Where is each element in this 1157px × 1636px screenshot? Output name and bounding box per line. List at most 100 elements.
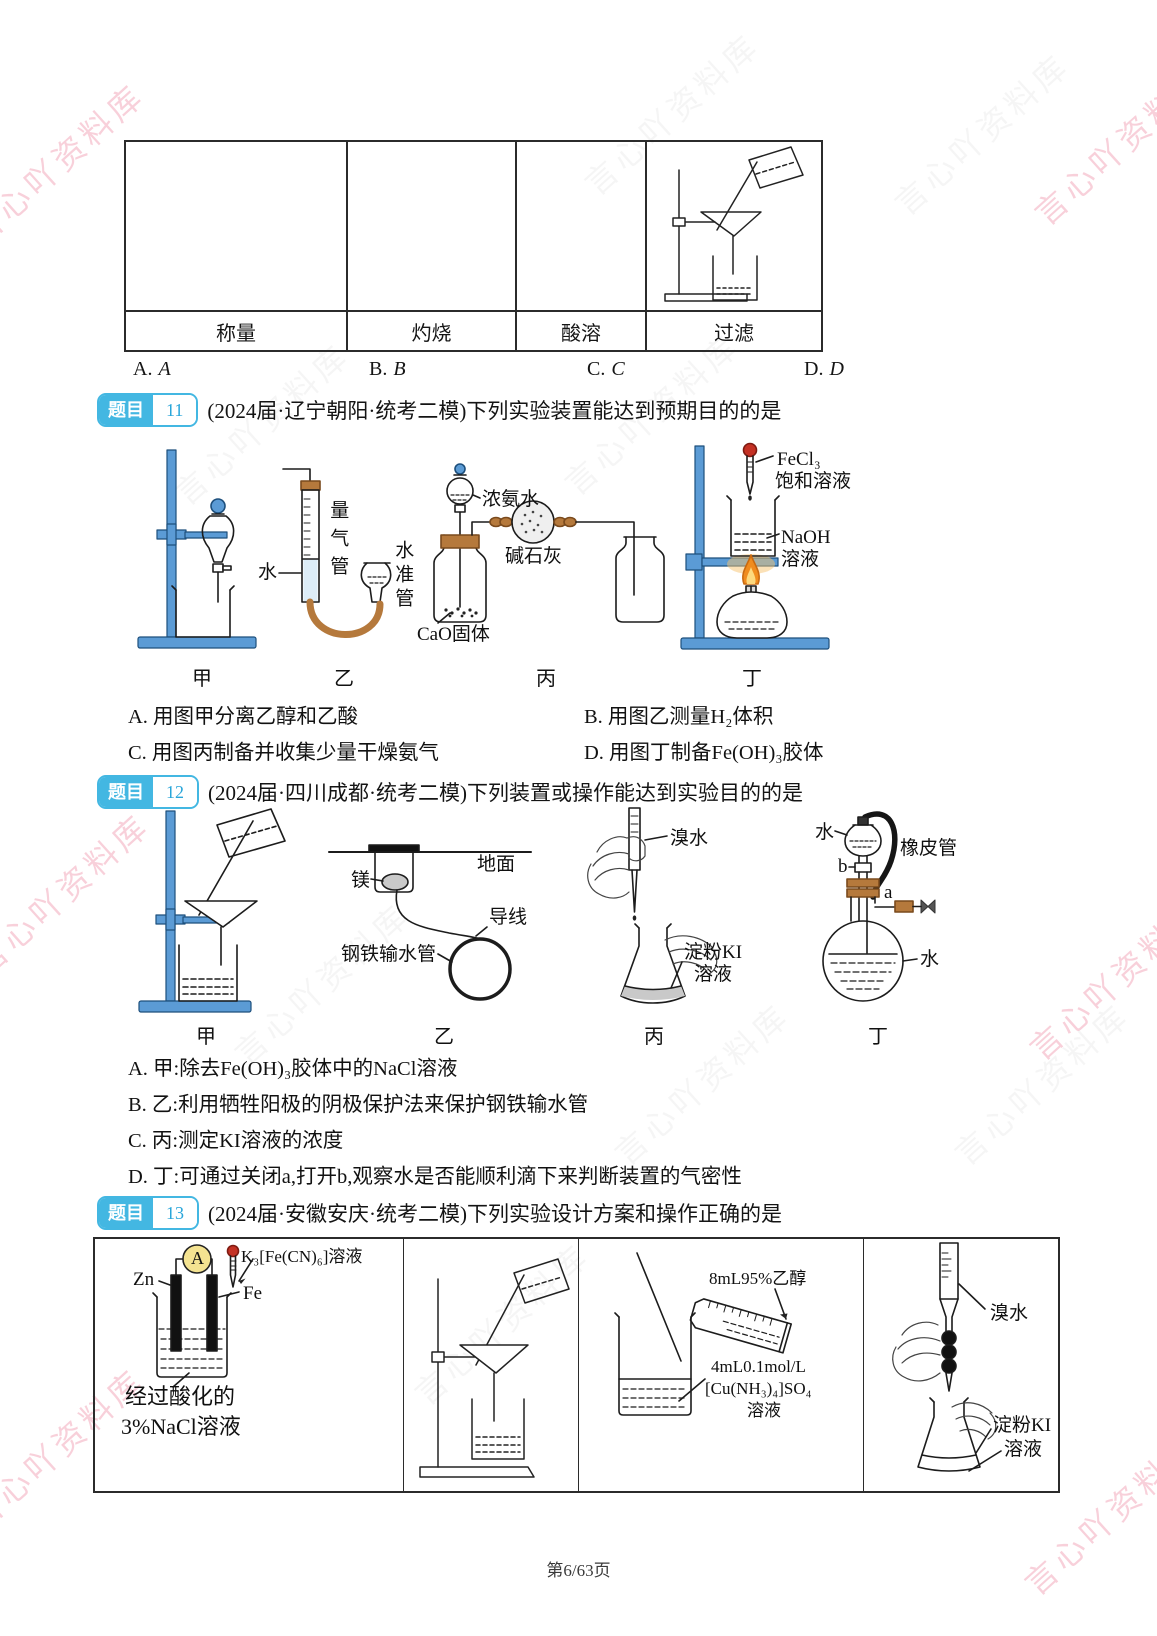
q12-caption-ding: 丁 — [868, 1026, 888, 1048]
answer-C-prefix: C. — [587, 358, 606, 380]
page-number: 第6/63页 — [546, 1561, 611, 1580]
q13-source: (2024届·安徽安庆·统考二模) — [208, 1202, 467, 1226]
process-cell-empty-2 — [348, 142, 517, 310]
q12-fig-jia-filtration — [138, 808, 286, 1013]
q12-badge-label: 题目 — [99, 777, 153, 807]
q11-badge-number: 11 — [153, 395, 197, 425]
q13-panel3-drawing — [614, 1252, 793, 1416]
q12-label-bromine-water: 溴水 — [670, 828, 709, 849]
q12-caption-bing: 丙 — [644, 1026, 664, 1048]
q11-caption-bing: 丙 — [536, 668, 556, 690]
q11-caption-ding: 丁 — [742, 668, 762, 690]
q13-options-table: K₃[Fe(CN)₆]溶液 Zn Fe A 经过酸化的 3%NaCl溶液 — [93, 1237, 1060, 1493]
q13-panel4-drawing — [892, 1242, 1002, 1472]
q12-label-starch-ki: 淀粉KI — [684, 942, 743, 963]
q12-badge-number: 12 — [153, 777, 197, 807]
q12-option-A: A. 甲:除去Fe(OH)₃胶体中的NaCl溶液 — [128, 1058, 458, 1080]
q13-panel1-drawing — [152, 1244, 254, 1388]
q13-label-acidified-line1: 经过酸化的 — [125, 1384, 236, 1409]
q12-fig-ding-airtightness-apparatus — [822, 811, 936, 1002]
q13-label-k3fecn6: K₃[Fe(CN)₆]溶液 — [241, 1247, 363, 1266]
q11-label-soda-lime: 碱石灰 — [505, 546, 563, 567]
q13-header: 题目 13 (2024届·安徽安庆·统考二模)下列实验设计方案和操作正确的是 — [97, 1196, 782, 1230]
q11-label-water: 水 — [258, 562, 278, 583]
q13-stem: 下列实验设计方案和操作正确的是 — [466, 1202, 782, 1226]
q12-caption-yi: 乙 — [434, 1026, 454, 1048]
q13-ammeter-letter: A — [191, 1248, 204, 1268]
answer-B: B.B — [369, 358, 406, 381]
q11-label-naoh: NaOH — [781, 527, 831, 548]
q12-label-valve-a: a — [884, 882, 893, 903]
answer-A-prefix: A. — [133, 358, 153, 380]
q13-panel-2-filtration — [404, 1239, 579, 1491]
q12-label-solution: 溶液 — [694, 964, 733, 985]
q13-question-text: (2024届·安徽安庆·统考二模)下列实验设计方案和操作正确的是 — [208, 1198, 782, 1228]
q11-source: (2024届·辽宁朝阳·统考二模) — [207, 399, 467, 423]
q11-fig-bing-ammonia-generator — [433, 463, 665, 624]
process-table: 称量 灼烧 酸溶 过滤 — [124, 140, 823, 352]
q11-label-fecl3: FeCl₃ — [777, 449, 821, 470]
q11-fig-jia-separating-funnel — [137, 449, 257, 649]
q11-header: 题目 11 (2024届·辽宁朝阳·统考二模)下列实验装置能达到预期目的的是 — [97, 393, 781, 427]
q13-panel-4-titration: 溴水 淀粉KI 溶液 — [864, 1239, 1058, 1491]
answer-A-value: A — [158, 358, 171, 380]
q11-label-gas-tube: 量气管 — [327, 500, 349, 584]
q12-label-water-bottom: 水 — [920, 949, 940, 970]
q12-header: 题目 12 (2024届·四川成都·统考二模)下列装置或操作能达到实验目的的是 — [97, 775, 803, 809]
process-cell-empty-1 — [126, 142, 348, 310]
q12-caption-jia: 甲 — [196, 1026, 216, 1048]
q12-label-wire: 导线 — [489, 907, 528, 928]
q11-question-text: (2024届·辽宁朝阳·统考二模)下列实验装置能达到预期目的的是 — [207, 395, 781, 425]
q11-fig-ding-colloid-prep — [680, 442, 830, 650]
answer-B-value: B — [393, 358, 406, 380]
q12-badge: 题目 12 — [97, 775, 199, 809]
q11-label-cao-solid: CaO固体 — [417, 624, 490, 645]
q13-badge-label: 题目 — [99, 1198, 153, 1228]
q12-label-valve-b: b — [838, 856, 848, 877]
q13-panel-1-galvanic-cell: K₃[Fe(CN)₆]溶液 Zn Fe A 经过酸化的 3%NaCl溶液 — [95, 1239, 404, 1491]
q11-badge-label: 题目 — [99, 395, 153, 425]
filtration-apparatus-drawing — [664, 146, 804, 302]
process-cell-empty-3 — [517, 142, 647, 310]
q12-source: (2024届·四川成都·统考二模) — [208, 781, 467, 805]
answer-A: A.A — [133, 358, 171, 381]
q11-badge: 题目 11 — [97, 393, 199, 427]
q11-option-A: A. 用图甲分离乙醇和乙酸 — [128, 706, 359, 728]
q11-label-fecl3-saturated: 饱和溶液 — [775, 471, 852, 492]
answer-D-prefix: D. — [804, 358, 824, 380]
process-label-filter: 过滤 — [647, 310, 821, 350]
q12-label-ground: 地面 — [477, 854, 516, 875]
q13-label-bromine-water: 溴水 — [990, 1303, 1029, 1324]
process-cell-filter-diagram — [647, 142, 821, 310]
process-label-burn: 灼烧 — [348, 310, 517, 350]
process-label-acid: 酸溶 — [517, 310, 647, 350]
q12-option-C: C. 丙:测定KI溶液的浓度 — [128, 1130, 344, 1152]
q11-caption-yi: 乙 — [334, 668, 354, 690]
q11-label-naoh-solution: 溶液 — [781, 549, 820, 570]
q13-badge-number: 13 — [153, 1198, 197, 1228]
q12-question-text: (2024届·四川成都·统考二模)下列装置或操作能达到实验目的的是 — [208, 777, 803, 807]
q13-label-solution: 溶液 — [1004, 1439, 1043, 1460]
q11-option-D: D. 用图丁制备Fe(OH)₃胶体 — [584, 742, 824, 764]
q11-option-C: C. 用图丙制备并收集少量干燥氨气 — [128, 742, 439, 764]
q13-label-nacl-line2: 3%NaCl溶液 — [121, 1414, 241, 1439]
q13-panel-3-mixing: 8mL95%乙醇 4mL0.1mol/L [Cu(NH₃)₄]SO₄ 溶液 — [579, 1239, 864, 1491]
q13-label-cu-line2: [Cu(NH₃)₄]SO₄ — [705, 1379, 812, 1398]
q13-label-zn: Zn — [133, 1269, 155, 1290]
q11-label-conc-ammonia: 浓氨水 — [482, 489, 540, 510]
q12-label-rubber-tube: 橡皮管 — [900, 838, 958, 859]
answer-D-value: D — [829, 358, 844, 380]
process-label-weigh: 称量 — [126, 310, 348, 350]
q11-label-leveling-tube: 水准管 — [392, 540, 414, 612]
q13-panel2-drawing — [419, 1258, 570, 1478]
q13-label-starch-ki: 淀粉KI — [993, 1415, 1052, 1436]
answer-C-value: C — [611, 358, 625, 380]
q12-fig-yi-cathodic-protection — [328, 844, 532, 1001]
q13-label-cu-line1: 4mL0.1mol/L — [711, 1357, 806, 1376]
q12-fig-bing-dropper-flask — [587, 807, 718, 1004]
answer-C: C.C — [587, 358, 625, 381]
q13-label-cu-line3: 溶液 — [747, 1401, 781, 1420]
q11-fig-yi-gas-measuring-tube — [278, 468, 392, 638]
q12-stem: 下列装置或操作能达到实验目的的是 — [466, 781, 803, 805]
q12-label-water-top: 水 — [815, 822, 835, 843]
